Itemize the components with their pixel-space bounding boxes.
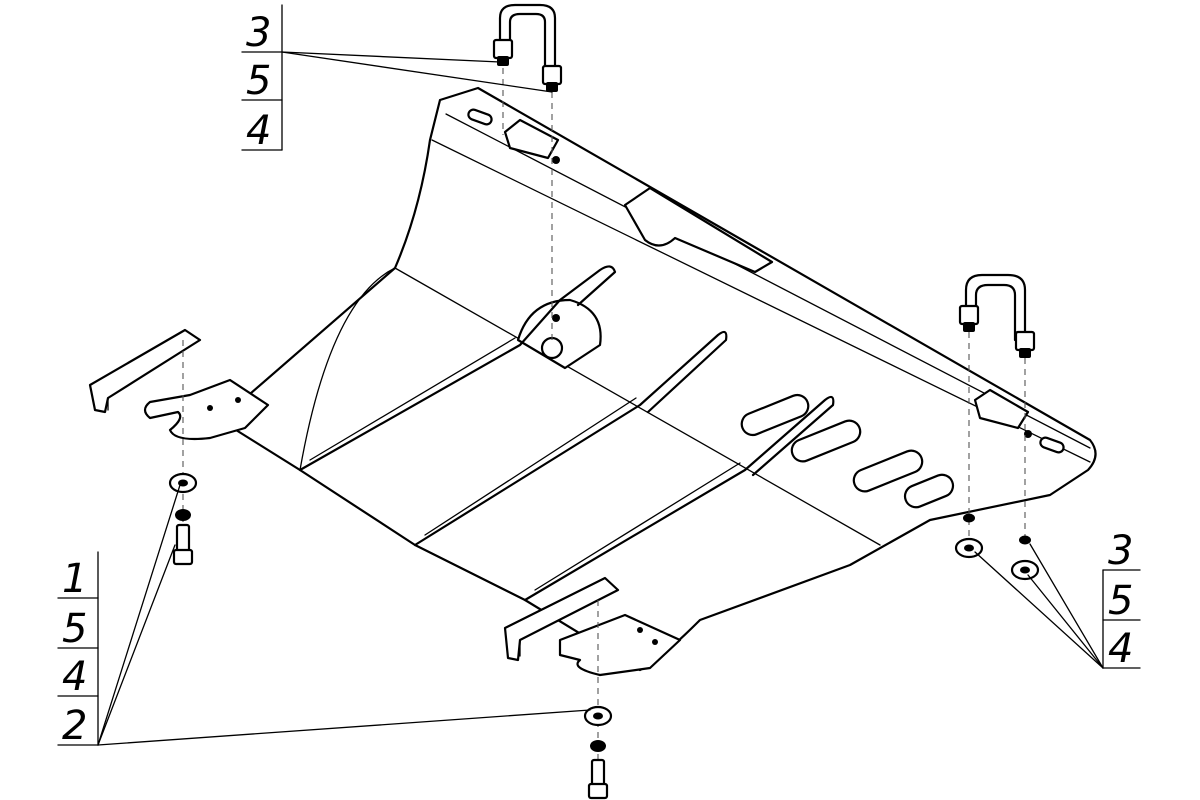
fasteners-left (168, 472, 198, 566)
callout-right-label-3: 4 (1108, 626, 1133, 672)
callout-right-label-2: 5 (1108, 578, 1133, 624)
fasteners-bottom (583, 705, 613, 800)
callout-top-left-label-2: 5 (246, 58, 271, 104)
callout-top-left-label-1: 3 (246, 10, 271, 56)
skid-plate (88, 86, 1097, 677)
callout-top-left-label-3: 4 (246, 108, 271, 154)
assembly-axes (182, 68, 1026, 790)
callout-right: 3 5 4 (974, 528, 1141, 672)
callout-bottom-left: 1 5 4 2 (57, 484, 591, 749)
callout-top-left: 3 5 4 (241, 4, 553, 154)
u-bolt-right (958, 273, 1036, 358)
fasteners-right (954, 513, 1040, 581)
u-bolt-top (492, 3, 563, 92)
callout-bottom-left-label-4: 2 (62, 703, 87, 749)
callout-bottom-left-label-3: 4 (62, 654, 87, 700)
callout-bottom-left-label-2: 5 (62, 606, 87, 652)
callout-right-label-1: 3 (1108, 528, 1133, 574)
callout-bottom-left-label-1: 1 (62, 556, 87, 602)
